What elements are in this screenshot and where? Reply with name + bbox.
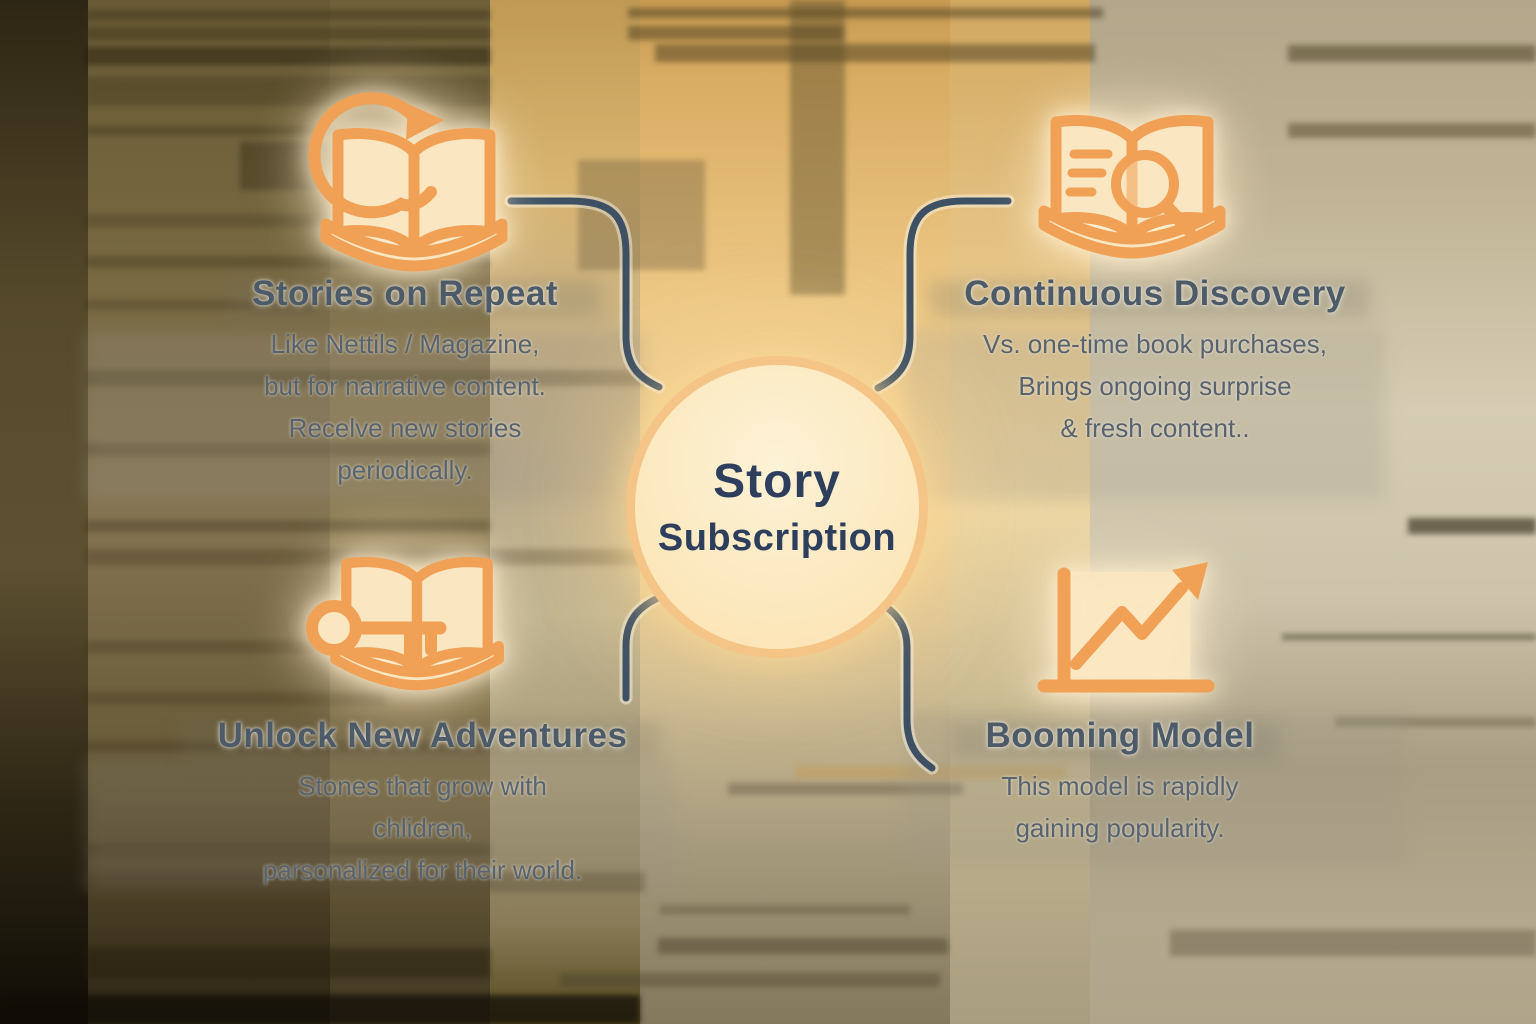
node-body-line: Like Nettils / Magazine,	[270, 329, 540, 359]
node-stories-on-repeat: Stories on Repeat Like Nettils / Magazin…	[150, 274, 660, 491]
node-body-line: chlidren,	[373, 813, 472, 843]
node-body-line: parsonalized for their world.	[262, 855, 583, 885]
node-body: Vs. one-time book purchases, Brings ongo…	[905, 323, 1405, 449]
bg-stripe	[628, 26, 843, 40]
bg-stripe	[85, 741, 490, 752]
trend-chart-icon	[1032, 556, 1217, 706]
bg-stripe	[560, 973, 940, 987]
bg-stripe	[85, 126, 385, 135]
node-body-line: Recelve new stories	[288, 413, 522, 443]
bg-stripe	[85, 948, 490, 978]
bg-stripe	[85, 843, 490, 856]
bg-stripe	[1408, 518, 1536, 534]
bg-stripe	[85, 443, 490, 456]
bg-stripe	[85, 872, 645, 892]
center-node: Story Subscription	[626, 356, 928, 658]
node-body-line: periodically.	[337, 455, 473, 485]
bg-stripe	[790, 0, 845, 295]
node-heading: Booming Model	[985, 716, 1255, 755]
bg-stripe	[658, 938, 948, 954]
center-title-line1: Story	[713, 455, 841, 508]
bg-stripe	[660, 905, 910, 915]
bg-haze	[905, 712, 1405, 864]
connector-top-left	[507, 197, 663, 391]
bg-stripe	[1335, 717, 1536, 727]
book-refresh-icon	[296, 84, 511, 279]
bg-stripe	[85, 10, 490, 20]
bg-stripe	[578, 160, 705, 270]
bg-stripe	[85, 27, 490, 40]
bg-stripe	[1288, 123, 1536, 138]
node-body-line: Brings ongoing surprise	[1018, 371, 1292, 401]
bg-stripe	[655, 44, 1095, 62]
node-booming-model: Booming Model This model is rapidly gain…	[900, 716, 1340, 849]
node-continuous-discovery: Continuous Discovery Vs. one-time book p…	[905, 274, 1405, 449]
node-body-line: & fresh content..	[1060, 413, 1250, 443]
bg-stripe	[628, 8, 1103, 18]
node-unlock-new-adventures: Unlock New Adventures Stones that grow w…	[150, 716, 695, 891]
connector-bottom-left	[622, 594, 662, 702]
bg-stripe	[1170, 930, 1536, 956]
node-body-line: gaining popularity.	[1015, 813, 1225, 843]
bg-stripe	[0, 995, 640, 1024]
book-search-icon	[1032, 96, 1232, 271]
node-heading: Unlock New Adventures	[217, 716, 628, 755]
node-body: Stones that grow with chlidren, parsonal…	[150, 765, 695, 891]
node-heading: Continuous Discovery	[964, 274, 1346, 313]
bg-band	[0, 0, 88, 1024]
book-key-icon	[298, 540, 510, 715]
bg-stripe	[85, 300, 315, 310]
node-body: This model is rapidly gaining popularity…	[900, 765, 1340, 849]
bg-stripe	[85, 370, 645, 386]
node-body-line: Vs. one-time book purchases,	[983, 329, 1327, 359]
connector-top-right	[874, 197, 1012, 392]
node-body-line: This model is rapidly	[1001, 771, 1239, 801]
bg-stripe	[1282, 634, 1536, 640]
node-body-line: but for narrative content.	[264, 371, 546, 401]
node-heading: Stories on Repeat	[251, 274, 559, 313]
node-body-line: Stones that grow with	[298, 771, 547, 801]
bg-stripe	[728, 783, 963, 795]
bg-stripe	[1288, 45, 1536, 62]
center-title-line2: Subscription	[657, 517, 897, 559]
node-body: Like Nettils / Magazine, but for narrati…	[150, 323, 660, 491]
bg-haze	[85, 758, 675, 890]
